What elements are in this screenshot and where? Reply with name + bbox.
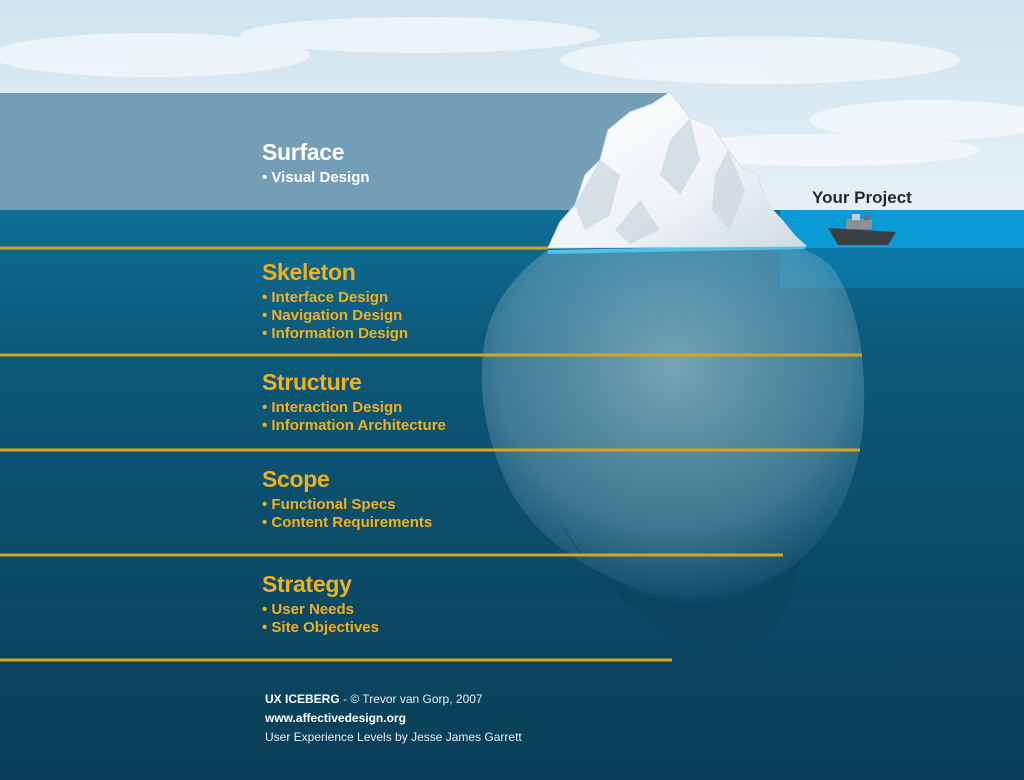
- layer-items-structure: Interaction Design Information Architect…: [262, 399, 446, 435]
- surface-band-shade: [0, 93, 672, 210]
- list-item: Content Requirements: [262, 514, 432, 532]
- layer-structure: Structure Interaction Design Information…: [262, 369, 446, 435]
- layer-title-skeleton: Skeleton: [262, 259, 356, 285]
- list-item: Functional Specs: [262, 496, 432, 514]
- surface-band: [0, 93, 672, 210]
- list-item: Information Design: [262, 325, 408, 343]
- credits: UX ICEBERG - © Trevor van Gorp, 2007 www…: [265, 690, 522, 747]
- layer-items-surface: Visual Design: [262, 169, 369, 187]
- layer-title-structure: Structure: [262, 369, 362, 395]
- iceberg-underwater-shadow: [560, 520, 800, 651]
- layer-surface: Surface Visual Design: [262, 139, 370, 187]
- layer-title-strategy: Strategy: [262, 571, 352, 597]
- boat-icon: [828, 214, 896, 245]
- credits-title-suffix: - © Trevor van Gorp, 2007: [339, 692, 483, 706]
- list-item: Visual Design: [262, 169, 369, 187]
- list-item: Interface Design: [262, 289, 408, 307]
- list-item: Navigation Design: [262, 307, 408, 325]
- layer-dividers: [0, 246, 862, 662]
- clouds: [0, 17, 1024, 166]
- credits-line-1: UX ICEBERG - © Trevor van Gorp, 2007: [265, 690, 522, 709]
- list-item: User Needs: [262, 601, 379, 619]
- waterline-glow: [547, 245, 806, 254]
- layer-strategy: Strategy User Needs Site Objectives: [262, 571, 379, 637]
- credits-attribution: User Experience Levels by Jesse James Ga…: [265, 730, 522, 744]
- list-item: Interaction Design: [262, 399, 446, 417]
- layer-title-surface: Surface: [262, 139, 345, 165]
- iceberg-facets: [575, 118, 745, 244]
- credits-title: UX ICEBERG: [265, 692, 340, 706]
- iceberg-underwater: [481, 246, 865, 599]
- layer-title-scope: Scope: [262, 466, 330, 492]
- boat-label: Your Project: [812, 188, 912, 207]
- list-item: Information Architecture: [262, 417, 445, 435]
- layer-items-skeleton: Interface Design Navigation Design Infor…: [262, 289, 408, 343]
- layer-items-strategy: User Needs Site Objectives: [262, 601, 379, 637]
- layer-scope: Scope Functional Specs Content Requireme…: [262, 466, 432, 532]
- list-item: Site Objectives: [262, 619, 379, 637]
- credits-url: www.affectivedesign.org: [265, 711, 406, 725]
- layer-skeleton: Skeleton Interface Design Navigation Des…: [262, 259, 408, 343]
- shallow-water: [780, 210, 1024, 248]
- layer-items-scope: Functional Specs Content Requirements: [262, 496, 432, 532]
